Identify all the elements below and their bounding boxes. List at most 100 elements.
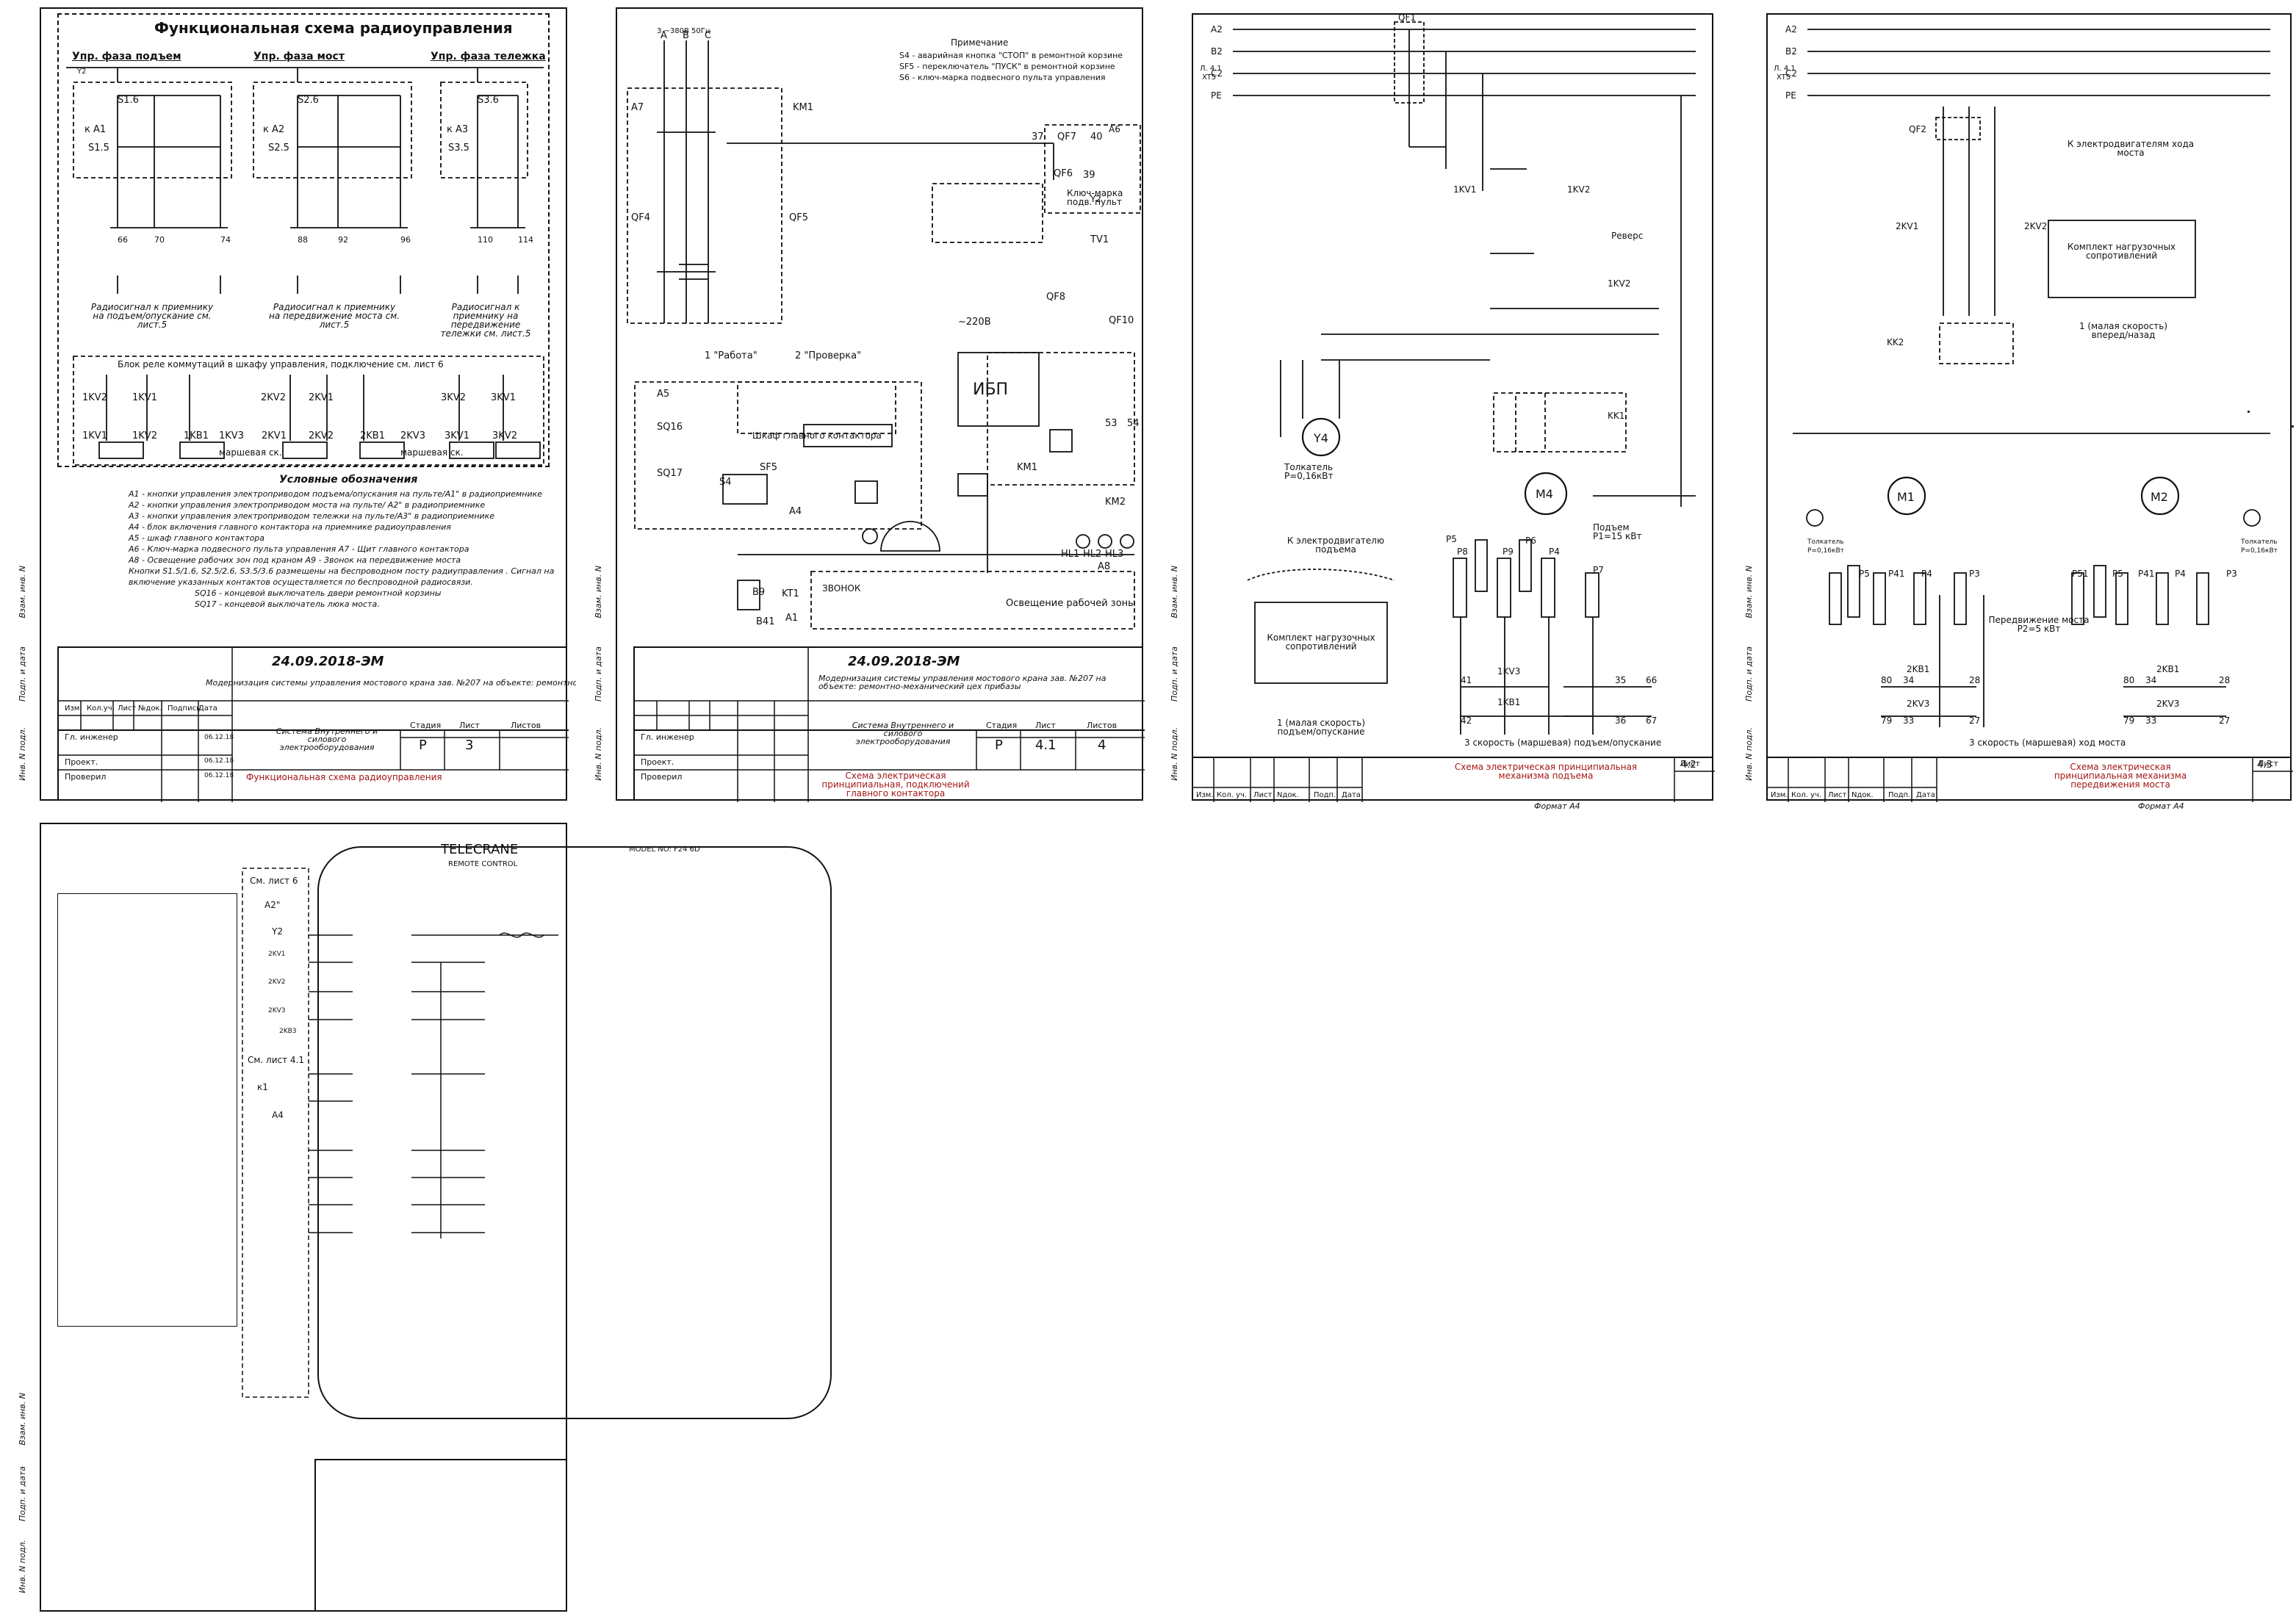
cabinet-label: Шкаф главного контактора: [752, 430, 882, 441]
column-head: Упр. фаза мост: [253, 51, 345, 62]
svg-text:79: 79: [2123, 715, 2134, 726]
stamp-role: Проверил: [65, 772, 107, 782]
svg-text:S3.5: S3.5: [448, 143, 469, 154]
speed1-label: 1 (малая скорость) подъем/опускание: [1276, 718, 1366, 737]
svg-text:к А2: к А2: [263, 124, 284, 135]
legend-item: SQ17 - концевой выключатель люка моста.: [195, 599, 380, 609]
svg-text:А4: А4: [272, 1110, 284, 1120]
pusher-label: Толкатель P=0,16кВт: [1284, 462, 1334, 481]
svg-text:M2: M2: [2151, 490, 2168, 504]
svg-text:54: 54: [1127, 418, 1140, 429]
stamp-head: Лист: [1680, 759, 1700, 768]
legend-item: включение указанных контактов осуществля…: [129, 577, 473, 587]
svg-text:40: 40: [1090, 131, 1103, 143]
svg-text:QF5: QF5: [789, 212, 808, 223]
stamp-head: Листов: [511, 721, 541, 730]
svg-text:QF4: QF4: [631, 212, 650, 223]
column-head: Упр. фаза тележка: [431, 51, 546, 62]
svg-text:XT5: XT5: [1202, 73, 1216, 82]
stamp-col: №док.: [138, 704, 162, 713]
notes: S4 - аварийная кнопка "СТОП" в ремонтной…: [899, 50, 1123, 83]
svg-text:28: 28: [2219, 675, 2230, 685]
note-item: S4 - аварийная кнопка "СТОП" в ремонтной…: [899, 51, 1123, 60]
stamp-col: Подпись: [168, 704, 201, 713]
svg-text:53: 53: [1105, 418, 1118, 429]
svg-text:2KV2: 2KV2: [2024, 221, 2047, 231]
svg-text:3KV1: 3KV1: [491, 392, 516, 403]
svg-text:2KB3: 2KB3: [279, 1028, 297, 1035]
svg-text:1KV3: 1KV3: [1497, 666, 1520, 677]
svg-text:P8: P8: [1457, 547, 1468, 557]
svg-text:Y2: Y2: [76, 68, 86, 76]
stamp-col: Nдок.: [1277, 791, 1299, 799]
svg-text:1KV2: 1KV2: [1567, 184, 1590, 195]
stamp-date: 06.12.18: [204, 757, 234, 765]
doc-number: 24.09.2018-ЭМ: [848, 654, 960, 669]
svg-text:2KV3: 2KV3: [268, 1007, 286, 1014]
svg-text:79: 79: [1881, 715, 1892, 726]
svg-text:33: 33: [2145, 715, 2156, 726]
stamp-role: Проверил: [641, 772, 683, 782]
svg-text:4.3: 4.3: [2257, 760, 2272, 771]
svg-text:HL3: HL3: [1105, 549, 1123, 560]
diagram-border: [57, 13, 550, 467]
svg-text:34: 34: [2145, 675, 2156, 685]
title-block: 24.09.2018-ЭМ Модернизация системы управ…: [633, 646, 1145, 802]
supply-label: 3 ~380В 50Гц: [657, 27, 710, 35]
svg-text:Y2: Y2: [1090, 194, 1101, 204]
svg-text:80: 80: [1881, 675, 1892, 685]
svg-text:1KV2: 1KV2: [132, 430, 157, 441]
svg-text:39: 39: [1083, 170, 1095, 181]
sheet-4-2: Взам. инв. N Подп. и дата Инв. N подл.: [1152, 0, 1725, 810]
svg-text:70: 70: [154, 235, 165, 245]
stamp-head: Стадия: [986, 721, 1018, 730]
stamp-role: Гл. инженер: [65, 732, 118, 742]
title-block: [314, 1459, 567, 1612]
svg-text:Л. 4.1: Л. 4.1: [1200, 65, 1222, 73]
svg-text:См. лист 4.1: См. лист 4.1: [248, 1055, 304, 1065]
svg-text:S1.6: S1.6: [118, 95, 139, 106]
stamp-sheets: 4: [1098, 738, 1106, 753]
svg-text:114: 114: [518, 235, 533, 245]
legend-item: А5 - шкаф главного контактора: [129, 533, 265, 543]
relay-block-title: Блок реле коммутаций в шкафу управления,…: [118, 359, 444, 369]
svg-text:2KB1: 2KB1: [1907, 664, 1929, 674]
svg-text:2KB1: 2KB1: [360, 430, 385, 441]
svg-text:SQ16: SQ16: [657, 422, 683, 433]
stamp-col: Изм.: [1196, 791, 1214, 799]
svg-text:88: 88: [298, 235, 308, 245]
bell-label: ЗВОНОК: [822, 583, 861, 594]
note-item: S6 - ключ-марка подвесного пульта управл…: [899, 73, 1106, 82]
svg-text:A6: A6: [1109, 124, 1120, 134]
svg-text:37: 37: [1032, 131, 1044, 143]
stamp-col: Дата: [198, 704, 217, 713]
svg-text:KM1: KM1: [793, 102, 813, 113]
svg-text:P4: P4: [2175, 569, 2186, 579]
svg-text:A8: A8: [1098, 561, 1110, 572]
ups-label: ИБП: [973, 381, 1009, 399]
svg-text:P5: P5: [1446, 534, 1457, 544]
svg-text:P4: P4: [1549, 547, 1560, 557]
svg-text:S3.6: S3.6: [478, 95, 499, 106]
stamp-col: Дата: [1342, 791, 1361, 799]
svg-text:P51: P51: [2072, 569, 2089, 579]
svg-text:110: 110: [478, 235, 493, 245]
svg-text:A1: A1: [785, 613, 798, 624]
svg-text:P41: P41: [2138, 569, 2155, 579]
stamp-head: Лист: [2258, 759, 2278, 768]
svg-text:P=0,16кВт: P=0,16кВт: [1807, 547, 1844, 555]
stamp-date: 06.12.18: [204, 734, 234, 741]
svg-text:S1.5: S1.5: [88, 143, 109, 154]
svg-text:P5: P5: [2112, 569, 2123, 579]
stamp-col: Изм.: [1771, 791, 1788, 799]
svg-text:74: 74: [220, 235, 231, 245]
stamp-stage: Р: [995, 738, 1003, 753]
svg-text:3KV1: 3KV1: [445, 430, 469, 441]
svg-text:66: 66: [118, 235, 128, 245]
stamp-sheet: 3: [465, 738, 474, 753]
svg-text:3KV2: 3KV2: [492, 430, 517, 441]
stamp-system: Система Внутреннего и силового электрооб…: [276, 726, 378, 752]
